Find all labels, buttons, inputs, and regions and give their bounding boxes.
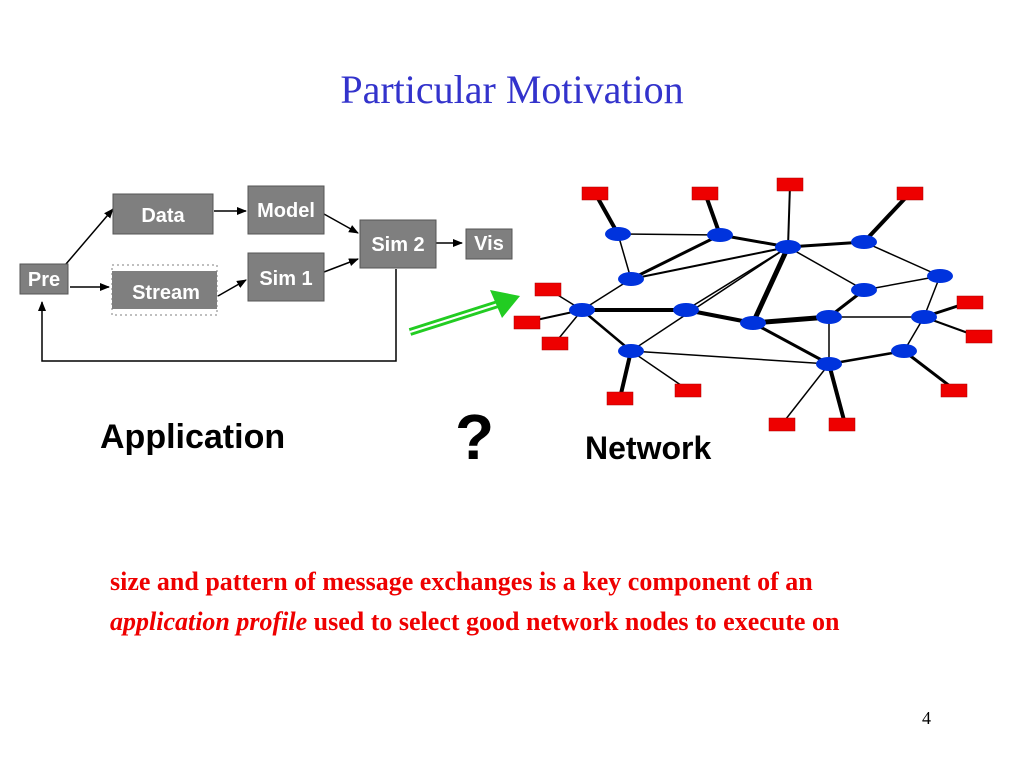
edge-feedback-loop	[38, 269, 397, 362]
network-node	[891, 344, 917, 358]
network-node	[707, 228, 733, 242]
caption-text: size and pattern of message exchanges is…	[110, 562, 910, 642]
network-node	[740, 316, 766, 330]
edge-pre-data	[65, 208, 114, 265]
box-vis: Vis	[465, 228, 513, 260]
terminal-node	[940, 383, 968, 398]
terminal-node	[674, 383, 702, 398]
network-nodes	[569, 227, 953, 371]
application-label: Application	[100, 418, 286, 456]
box-model: Model	[247, 185, 325, 235]
terminal-node	[513, 315, 541, 330]
caption-part-2: used to select good network nodes to exe…	[307, 607, 840, 636]
terminal-node	[534, 282, 562, 297]
network-links	[526, 184, 980, 425]
box-sim1: Sim 1	[247, 252, 325, 302]
terminal-node	[541, 336, 569, 351]
network-node	[816, 310, 842, 324]
box-pre: Pre	[19, 263, 69, 295]
network-node	[605, 227, 631, 241]
question-mark: ?	[455, 401, 495, 473]
box-sim2-label: Sim 2	[371, 234, 424, 256]
network-terminals	[513, 177, 993, 432]
box-stream: Stream	[111, 264, 218, 316]
terminal-node	[896, 186, 924, 201]
edge-sim1-sim2	[323, 258, 359, 273]
application-diagram: Pre Data Stream Model Sim 1 Sim 2 Vis	[19, 185, 513, 362]
box-vis-label: Vis	[474, 233, 504, 255]
network-node	[569, 303, 595, 317]
network-label: Network	[585, 430, 712, 466]
network-node	[618, 272, 644, 286]
terminal-node	[691, 186, 719, 201]
box-data-label: Data	[141, 205, 185, 227]
network-node	[775, 240, 801, 254]
terminal-node	[606, 391, 634, 406]
box-sim2: Sim 2	[359, 219, 437, 269]
box-data: Data	[112, 193, 214, 235]
network-node	[851, 283, 877, 297]
caption-part-1: size and pattern of message exchanges is…	[110, 567, 813, 596]
edge-stream-sim1	[217, 279, 247, 297]
network-node	[911, 310, 937, 324]
slide-title: Particular Motivation	[340, 67, 684, 112]
box-pre-label: Pre	[28, 269, 60, 291]
terminal-node	[768, 417, 796, 432]
network-node	[673, 303, 699, 317]
network-node	[816, 357, 842, 371]
network-node	[618, 344, 644, 358]
terminal-node	[776, 177, 804, 192]
network-node	[851, 235, 877, 249]
terminal-node	[965, 329, 993, 344]
network-graph	[513, 177, 993, 432]
green-mapping-arrow	[408, 290, 520, 336]
terminal-node	[956, 295, 984, 310]
caption-emphasis: application profile	[110, 607, 308, 636]
page-number: 4	[922, 708, 931, 728]
box-model-label: Model	[257, 200, 315, 222]
terminal-node	[581, 186, 609, 201]
box-stream-label: Stream	[132, 282, 200, 304]
network-node	[927, 269, 953, 283]
terminal-node	[828, 417, 856, 432]
box-sim1-label: Sim 1	[259, 268, 312, 290]
edge-model-sim2	[323, 213, 359, 234]
